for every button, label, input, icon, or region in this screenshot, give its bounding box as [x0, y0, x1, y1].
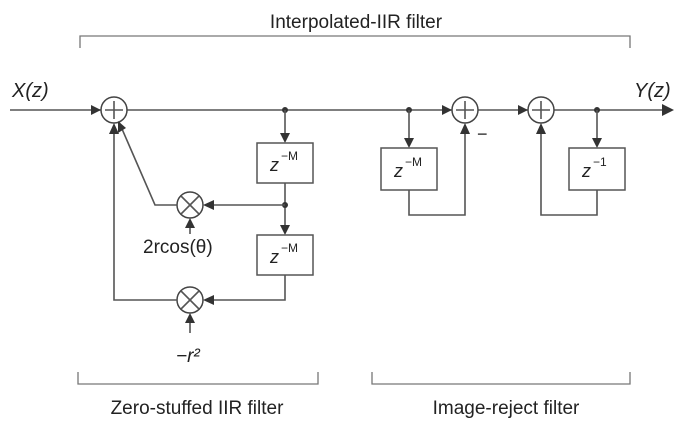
coefficient-1-label: 2rcos(θ)	[143, 237, 213, 258]
arrowhead-icon	[203, 295, 214, 305]
arrowhead-icon	[280, 225, 290, 235]
top-bracket: Interpolated-IIR filter	[79, 12, 631, 48]
delay-label: z	[393, 161, 403, 181]
delay-block-icon	[568, 147, 626, 191]
output-label: Y(z)	[634, 80, 671, 102]
delay-label: z	[269, 247, 279, 267]
delay-exponent: −M	[405, 155, 422, 169]
delay-exponent: −1	[593, 155, 607, 169]
delay-block-4: z −1	[568, 147, 626, 191]
bottom-right-bracket-label: Image-reject filter	[433, 398, 580, 419]
delay-block-1: z −M	[256, 142, 314, 184]
bottom-left-bracket: Zero-stuffed IIR filter	[77, 372, 319, 419]
minus-sign: −	[477, 124, 488, 144]
main-signal-path	[10, 104, 674, 116]
delay-block-2: z −M	[256, 234, 314, 276]
bottom-left-bracket-label: Zero-stuffed IIR filter	[111, 398, 284, 419]
delay-block-icon	[256, 142, 314, 184]
output-arrowhead-icon	[662, 104, 674, 116]
arrowhead-icon	[185, 313, 195, 323]
input-label: X(z)	[11, 80, 49, 102]
arrowhead-icon	[518, 105, 528, 115]
adder-3	[527, 96, 555, 124]
arrowhead-icon	[280, 133, 290, 143]
arrowhead-icon	[185, 218, 195, 228]
multiplier-1	[176, 191, 204, 219]
delay-label: z	[581, 161, 591, 181]
arrowhead-icon	[460, 123, 470, 134]
delay-label: z	[269, 155, 279, 175]
arrowhead-icon	[109, 123, 119, 134]
arrowhead-icon	[592, 138, 602, 148]
top-bracket-label: Interpolated-IIR filter	[270, 12, 443, 33]
delay-block-icon	[256, 234, 314, 276]
delay-exponent: −M	[281, 149, 298, 163]
delay-block-3: z −M	[380, 147, 438, 191]
adder-2	[451, 96, 479, 124]
arrowhead-icon	[404, 138, 414, 148]
arrowhead-icon	[203, 200, 214, 210]
arrowhead-icon	[442, 105, 452, 115]
arrowhead-icon	[536, 123, 546, 134]
multiplier-2	[176, 286, 204, 314]
arrowhead-icon	[118, 121, 126, 133]
arrowhead-icon	[91, 105, 101, 115]
coefficient-2-label: −r²	[176, 346, 200, 367]
adder-1	[100, 96, 128, 124]
bottom-right-bracket: Image-reject filter	[371, 372, 631, 419]
delay-exponent: −M	[281, 241, 298, 255]
